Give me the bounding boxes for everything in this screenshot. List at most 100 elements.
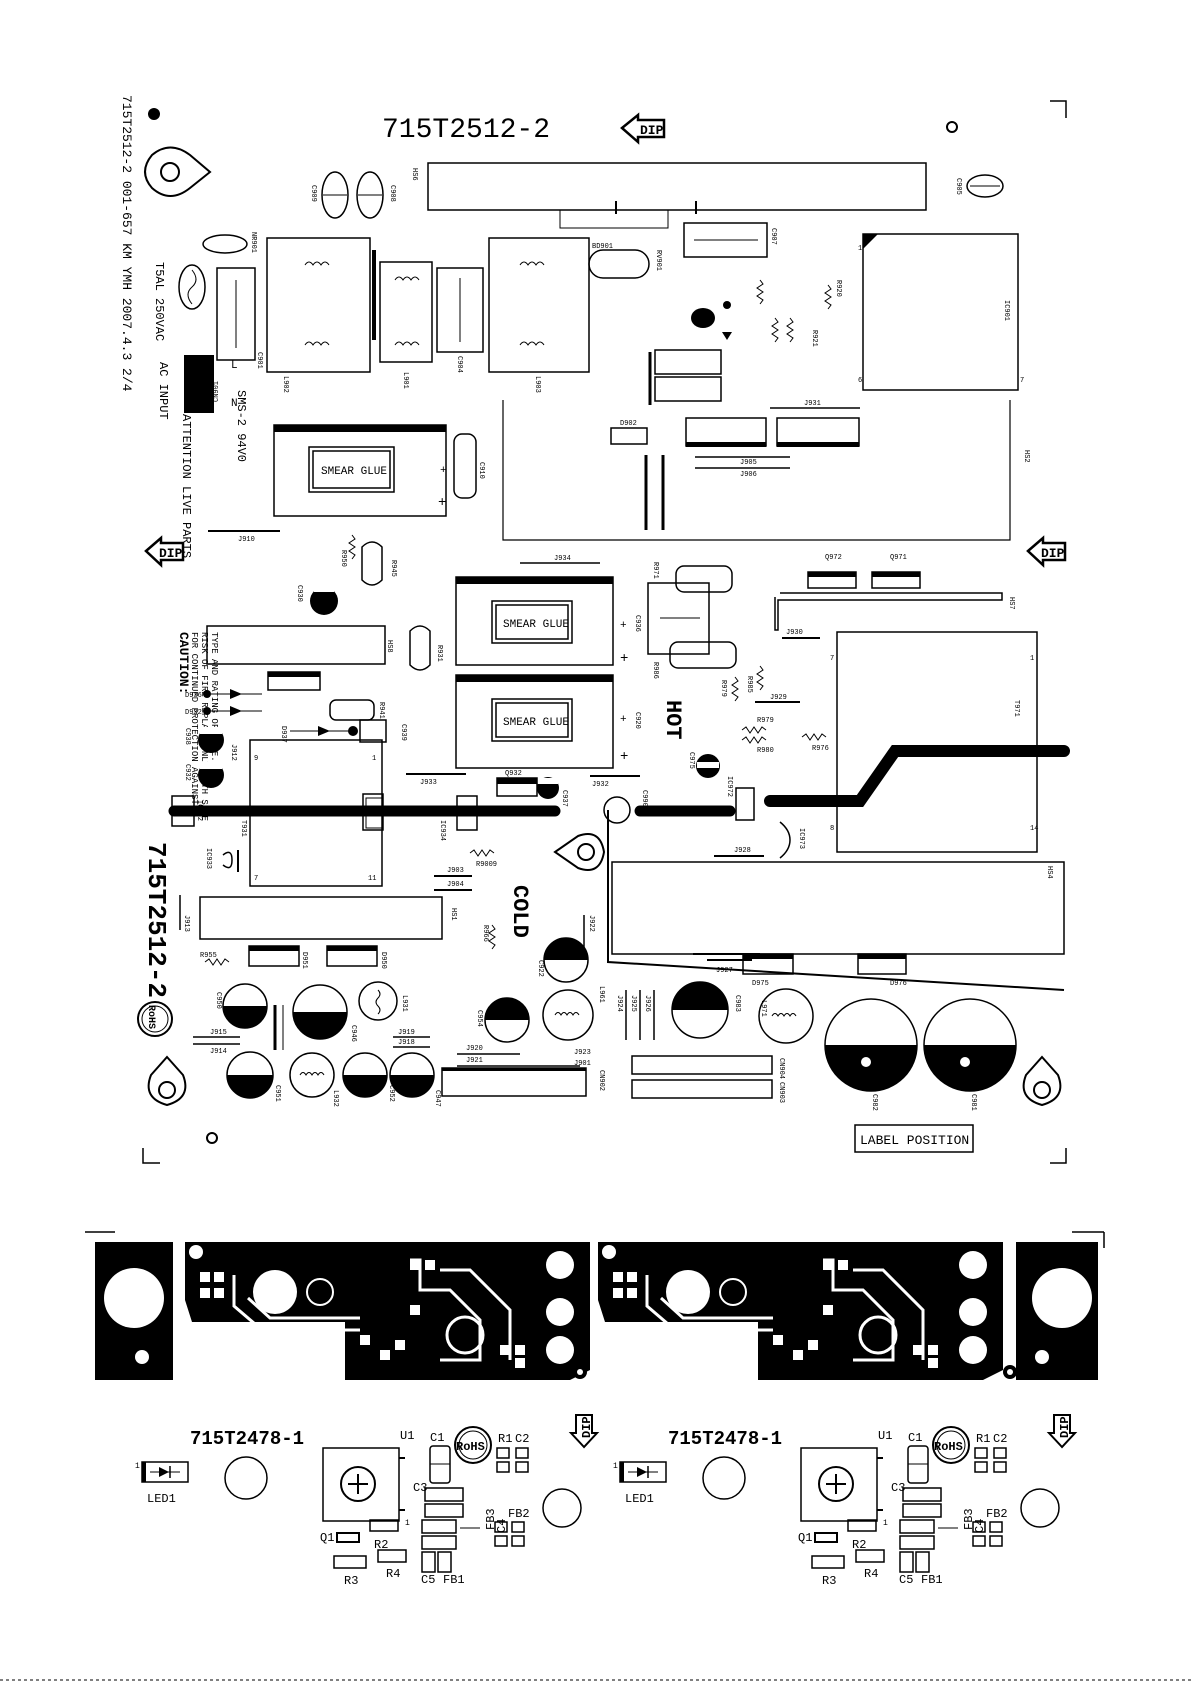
svg-text:DIP: DIP bbox=[1058, 1416, 1072, 1438]
svg-text:7: 7 bbox=[830, 655, 834, 663]
mounting-hole-bottom-right bbox=[1022, 1055, 1062, 1107]
mounting-hole-top-left bbox=[144, 146, 212, 197]
svg-text:J928: J928 bbox=[734, 847, 751, 855]
svg-text:Q1: Q1 bbox=[798, 1531, 812, 1545]
rohs-seal: RoHS bbox=[454, 1426, 492, 1464]
svg-text:R4: R4 bbox=[386, 1567, 400, 1581]
rohs-seal: RoHS bbox=[932, 1426, 970, 1464]
mounting-hole bbox=[224, 1456, 268, 1500]
dip-arrow-top: DIP bbox=[620, 112, 666, 145]
svg-text:1: 1 bbox=[372, 755, 376, 763]
svg-text:R971: R971 bbox=[651, 562, 659, 579]
svg-text:C908: C908 bbox=[388, 185, 396, 202]
svg-text:RoHS: RoHS bbox=[145, 1005, 156, 1029]
mounting-hole-bottom-left bbox=[147, 1055, 187, 1107]
ic933 bbox=[222, 851, 233, 869]
capacitor-c908: C908 bbox=[356, 171, 396, 219]
svg-text:C937: C937 bbox=[560, 790, 568, 807]
smear-glue-label: SMEAR GLUE bbox=[321, 466, 387, 478]
svg-text:J927: J927 bbox=[716, 967, 733, 975]
led-board-panel bbox=[85, 1231, 1105, 1380]
led-board-copper-left bbox=[185, 1242, 590, 1380]
svg-text:D937: D937 bbox=[279, 726, 287, 743]
heatsink-hs8 bbox=[206, 625, 386, 665]
ic934 bbox=[456, 795, 478, 831]
svg-text:J931: J931 bbox=[804, 400, 821, 408]
svg-text:C905: C905 bbox=[954, 178, 962, 195]
svg-text:R945: R945 bbox=[389, 560, 397, 577]
svg-text:IC901: IC901 bbox=[1002, 300, 1010, 321]
svg-text:Q971: Q971 bbox=[890, 554, 907, 562]
svg-text:C2: C2 bbox=[993, 1432, 1007, 1446]
capacitor-c954: C954 bbox=[475, 997, 530, 1043]
svg-text:D951: D951 bbox=[300, 952, 308, 969]
board-side-note: 715T2512-2 001-657 KM YMH 2007.4.3 2/4 bbox=[119, 95, 134, 392]
transformer-t971 bbox=[836, 631, 1038, 853]
led-board-silkscreen-right: 715T2478-1 1 LED1 U1 C1 RoHS R1 C2 DIP bbox=[613, 1414, 1078, 1588]
capacitor-c930 bbox=[310, 587, 338, 615]
smear-glue-label: SMEAR GLUE bbox=[503, 717, 569, 729]
corner-mark-bottom-left bbox=[142, 1148, 160, 1164]
svg-text:FB2: FB2 bbox=[986, 1507, 1008, 1521]
svg-text:C1: C1 bbox=[430, 1431, 444, 1445]
capacitor-c910 bbox=[453, 433, 477, 499]
svg-text:HS1: HS1 bbox=[449, 908, 457, 921]
svg-text:L903: L903 bbox=[533, 376, 541, 393]
svg-text:J904: J904 bbox=[447, 881, 464, 889]
svg-text:+: + bbox=[438, 495, 446, 511]
svg-text:D936: D936 bbox=[185, 692, 202, 700]
svg-text:+: + bbox=[440, 465, 447, 477]
thermistor-nr901 bbox=[202, 234, 248, 254]
svg-text:1: 1 bbox=[858, 245, 862, 253]
svg-text:RoHS: RoHS bbox=[934, 1440, 963, 1454]
u1-footprint bbox=[322, 1447, 400, 1522]
svg-text:C951: C951 bbox=[273, 1085, 281, 1102]
svg-text:R921: R921 bbox=[810, 330, 818, 347]
caution-title: CAUTION: bbox=[176, 632, 191, 694]
dip-arrow-left: DIP bbox=[144, 535, 185, 568]
fuse-rating: T5AL 250VAC bbox=[152, 262, 166, 341]
svg-text:D975: D975 bbox=[752, 980, 769, 988]
svg-text:9: 9 bbox=[254, 755, 258, 763]
svg-text:R2: R2 bbox=[852, 1538, 866, 1552]
svg-text:C901: C901 bbox=[255, 352, 263, 369]
svg-text:RV901: RV901 bbox=[654, 250, 662, 271]
svg-text:R986: R986 bbox=[651, 662, 659, 679]
led-board-copper-right bbox=[598, 1242, 1003, 1380]
svg-text:+: + bbox=[620, 714, 627, 726]
led-board-silkscreen-left: 715T2478-1 1 LED1 U1 C1 RoHS R1 C2 DIP bbox=[135, 1414, 600, 1588]
heatsink-hs6 bbox=[427, 162, 927, 211]
capacitor-c946: C946 bbox=[292, 984, 357, 1042]
main-board: 715T2512-2 DIP DIP DIP 715T2512-2 001-65… bbox=[119, 95, 1070, 1164]
resistor-r931 bbox=[409, 625, 431, 671]
u1-footprint bbox=[800, 1447, 878, 1522]
svg-text:C990: C990 bbox=[640, 790, 648, 807]
svg-text:+: + bbox=[620, 620, 627, 632]
mounting-hole bbox=[702, 1456, 746, 1500]
svg-text:C922: C922 bbox=[536, 960, 544, 977]
svg-text:J919: J919 bbox=[398, 1029, 415, 1037]
svg-text:J906: J906 bbox=[740, 471, 757, 479]
svg-text:T931: T931 bbox=[239, 820, 247, 837]
svg-text:HS2: HS2 bbox=[1022, 450, 1030, 463]
svg-text:LED1: LED1 bbox=[625, 1492, 654, 1506]
svg-text:C939: C939 bbox=[399, 724, 407, 741]
fiducial-ring bbox=[206, 1132, 218, 1144]
svg-text:IC932: IC932 bbox=[195, 800, 203, 821]
svg-text:J929: J929 bbox=[770, 694, 787, 702]
fuse-f901 bbox=[178, 264, 206, 310]
svg-text:J932: J932 bbox=[592, 781, 609, 789]
mounting-hole bbox=[1020, 1488, 1060, 1528]
led-board-part-number: 715T2478-1 bbox=[190, 1428, 304, 1450]
fiducial-dot bbox=[148, 108, 160, 120]
svg-text:R9009: R9009 bbox=[476, 861, 497, 869]
transistor-q901 bbox=[776, 417, 860, 447]
mounting-hole-mid bbox=[553, 833, 606, 871]
dip-label: DIP bbox=[1041, 546, 1065, 561]
svg-text:R950: R950 bbox=[339, 550, 347, 567]
heatsink-hs7 bbox=[774, 592, 1003, 631]
label-position-box bbox=[854, 1124, 974, 1153]
svg-text:R979: R979 bbox=[719, 680, 727, 697]
svg-text:CN902: CN902 bbox=[597, 1070, 605, 1091]
svg-text:C954: C954 bbox=[475, 1010, 483, 1027]
